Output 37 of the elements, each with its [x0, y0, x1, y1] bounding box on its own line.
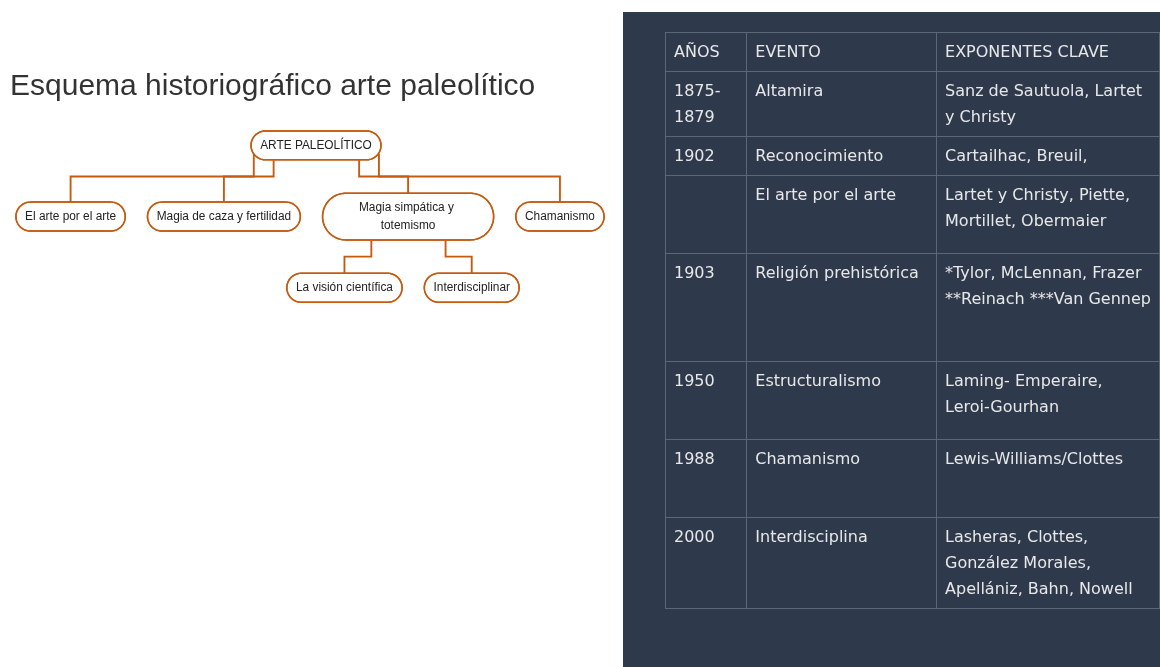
connector-line [358, 159, 410, 195]
table-header-cell: AÑOS [665, 32, 747, 72]
table-cell: *Tylor, McLennan, Frazer **Reinach ***Van Gennep [936, 253, 1160, 362]
table-header-cell: EVENTO [746, 32, 937, 72]
table-cell: Cartailhac, Breuil, [936, 136, 1160, 176]
topic-node: Magia simpática y totemismo [321, 192, 495, 241]
topic-node: Chamanismo [515, 201, 605, 232]
topic-node: Magia de caza y fertilidad [146, 201, 302, 232]
title: Esquema historiográfico arte paleolítico [10, 68, 536, 102]
topic-node: La visión científica [286, 272, 403, 303]
table-cell: 1950 [665, 361, 747, 440]
table-cell: Lewis-Williams/Clottes [936, 439, 1160, 518]
topic-node: El arte por el arte [15, 201, 126, 232]
table-cell: 1903 [665, 253, 747, 362]
table-cell: Lasheras, Clottes, González Morales, Apellániz, Bahn, Nowell [936, 517, 1160, 609]
table-cell: Altamira [746, 71, 937, 137]
table-cell: Lartet y Christy, Piette, Mortillet, Obermaier [936, 175, 1160, 254]
table-cell: Chamanismo [746, 439, 937, 518]
connector-line [444, 239, 474, 275]
table-cell: Estructuralismo [746, 361, 937, 440]
table-cell: 2000 [665, 517, 747, 609]
table-cell: Laming- Emperaire, Leroi-Gourhan [936, 361, 1160, 440]
connector-line [378, 152, 562, 204]
table-cell: Reconocimiento [746, 136, 937, 176]
topic-node: ARTE PALEOLÍTICO [250, 130, 382, 161]
connector-line [223, 159, 275, 204]
table-cell: Sanz de Sautuola, Lartet y Christy [936, 71, 1160, 137]
table-cell: 1902 [665, 136, 747, 176]
table-cell: 1988 [665, 439, 747, 518]
table-cell: Religión prehistórica [746, 253, 937, 362]
table-cell: 1875- 1879 [665, 71, 747, 137]
table-cell: El arte por el arte [746, 175, 937, 254]
topic-node: Interdisciplinar [423, 272, 520, 303]
table-header-cell: EXPONENTES CLAVE [936, 32, 1160, 72]
connector-line [69, 152, 255, 204]
table-cell: Interdisciplina [746, 517, 937, 609]
connector-line [343, 239, 373, 275]
